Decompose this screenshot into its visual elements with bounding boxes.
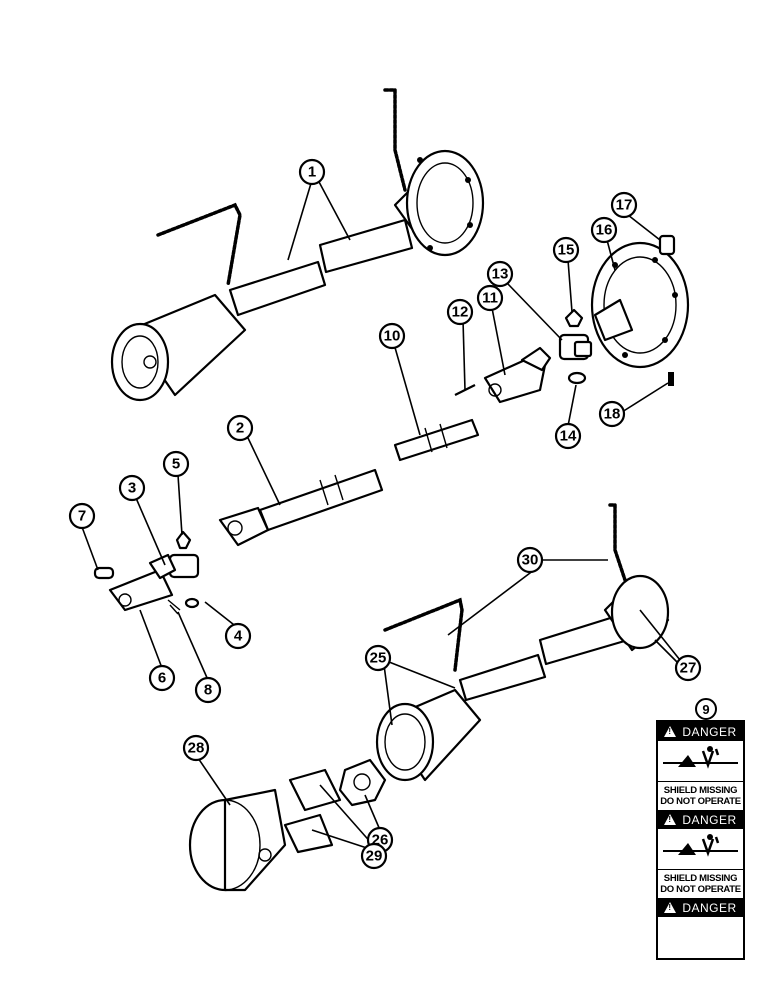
callout-18: 18	[598, 400, 626, 428]
danger-header-3: DANGER	[658, 898, 743, 917]
callout-29: 29	[360, 842, 388, 870]
svg-text:27: 27	[680, 660, 697, 677]
yoke-and-tube	[393, 346, 552, 462]
svg-text:7: 7	[78, 508, 86, 525]
svg-text:15: 15	[558, 242, 575, 259]
inner-drive-tube	[218, 468, 384, 547]
svg-text:2: 2	[236, 420, 244, 437]
callout-27: 27	[674, 654, 702, 682]
callout-30: 30	[516, 546, 544, 574]
lower-shield-assembly	[375, 503, 670, 782]
upper-shield-bell-right	[405, 149, 485, 257]
cross-bearing-kit	[558, 308, 593, 385]
callout-11: 11	[476, 284, 504, 312]
callout-4: 4	[224, 622, 252, 650]
upper-shield-opening	[110, 322, 170, 402]
callout-1: 1	[298, 158, 326, 186]
callout-2: 2	[226, 414, 254, 442]
svg-text:14: 14	[560, 428, 577, 445]
callout-13: 13	[486, 260, 514, 288]
danger-header-1: DANGER	[658, 722, 743, 741]
callout-17: 17	[610, 191, 638, 219]
svg-text:6: 6	[158, 670, 166, 687]
callout-5: 5	[162, 450, 190, 478]
callout-8: 8	[194, 676, 222, 704]
svg-text:17: 17	[616, 197, 633, 214]
shield-bearing	[283, 758, 387, 854]
svg-text:29: 29	[366, 848, 383, 865]
svg-text:11: 11	[482, 290, 498, 307]
callout-25: 25	[364, 644, 392, 672]
warning-triangle-icon	[664, 814, 677, 825]
leader-lines	[81, 179, 681, 851]
inner-shield-tube	[318, 218, 414, 274]
svg-text:4: 4	[234, 628, 243, 645]
callout-10: 10	[378, 322, 406, 350]
upper-left-safety-chain	[156, 202, 242, 287]
callout-7: 7	[68, 502, 96, 530]
upper-shield-assembly	[110, 88, 485, 402]
svg-text:5: 5	[172, 456, 180, 473]
callout-15: 15	[552, 236, 580, 264]
svg-text:25: 25	[370, 650, 387, 667]
callout-16: 16	[590, 216, 618, 244]
svg-text:10: 10	[384, 328, 401, 345]
svg-text:12: 12	[452, 304, 469, 321]
svg-text:8: 8	[204, 682, 212, 699]
shield-end-cap	[188, 788, 287, 892]
lower-right-safety-chain	[608, 503, 627, 582]
callout-14: 14	[554, 422, 582, 450]
callout-12: 12	[446, 298, 474, 326]
svg-text:16: 16	[596, 222, 613, 239]
svg-text:1: 1	[308, 164, 316, 181]
flange-bolt	[658, 234, 676, 256]
svg-text:18: 18	[604, 406, 621, 423]
callout-9: 9	[695, 698, 717, 720]
warning-triangle-icon	[664, 902, 677, 913]
warning-triangle-icon	[664, 726, 677, 737]
danger-header-2: DANGER	[658, 810, 743, 829]
lower-left-safety-chain	[383, 597, 464, 672]
upper-right-safety-chain	[383, 88, 407, 192]
entanglement-hazard-icon	[658, 741, 743, 782]
outer-shield-tube	[228, 260, 327, 317]
callout-3: 3	[118, 474, 146, 502]
svg-text:30: 30	[522, 552, 539, 569]
svg-text:3: 3	[128, 480, 136, 497]
left-cross-and-yoke	[93, 530, 200, 615]
callout-28: 28	[182, 734, 210, 762]
entanglement-hazard-icon	[658, 829, 743, 870]
spring-pin	[668, 372, 674, 386]
svg-text:13: 13	[492, 266, 509, 283]
svg-text:28: 28	[188, 740, 205, 757]
flange-yoke	[590, 241, 690, 369]
callout-6: 6	[148, 664, 176, 692]
